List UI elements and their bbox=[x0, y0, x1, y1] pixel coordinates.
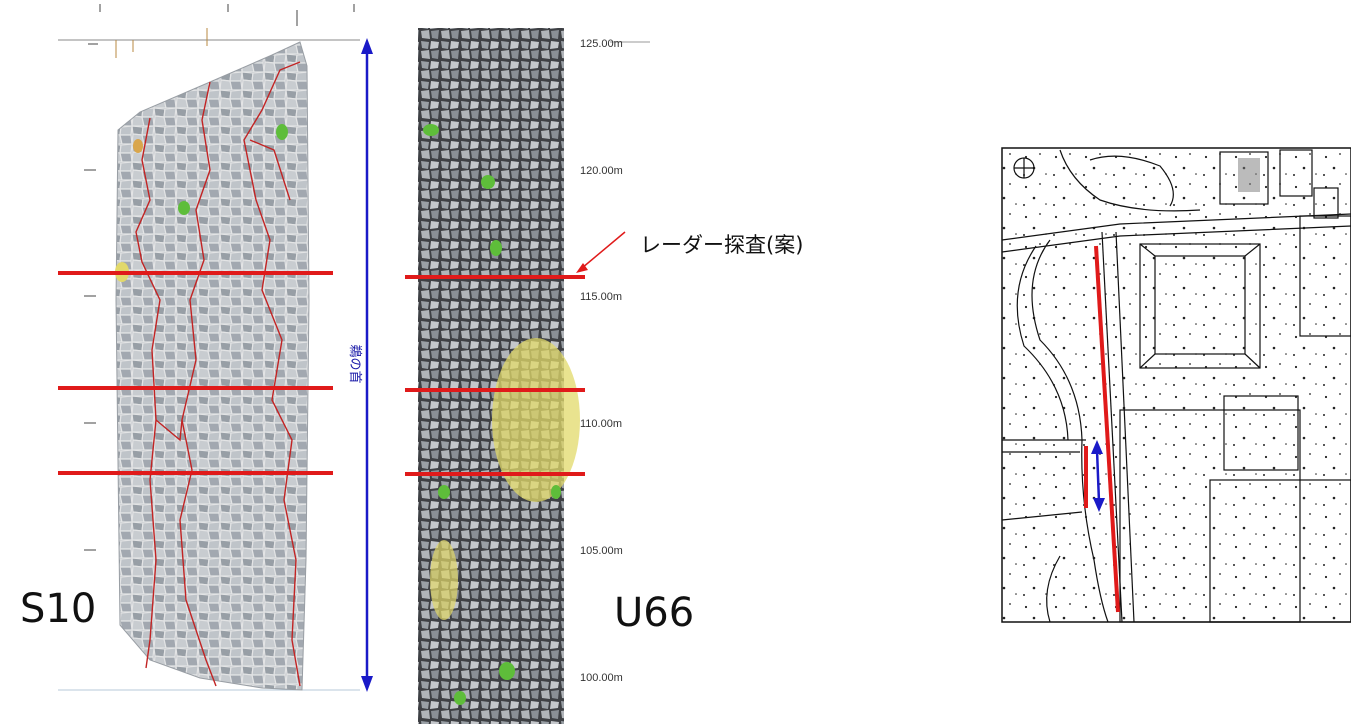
map-span-arrow bbox=[1091, 440, 1105, 512]
elevation-label: 105.00m bbox=[580, 545, 623, 557]
wall-s10 bbox=[115, 41, 310, 691]
radar-lines bbox=[58, 271, 585, 476]
weathered-patch bbox=[133, 139, 143, 153]
top-scale-marks bbox=[58, 4, 360, 551]
wall-s10-face bbox=[115, 41, 310, 691]
weathered-patch bbox=[492, 338, 580, 502]
moss-patch bbox=[178, 201, 190, 215]
moss-patch bbox=[490, 240, 502, 256]
moss-patch bbox=[438, 485, 450, 499]
map-survey-line bbox=[1094, 245, 1120, 613]
radar-annotation-text: レーダー探査(案) bbox=[640, 233, 803, 257]
radar-annotation: レーダー探査(案) bbox=[576, 231, 803, 273]
moss-patch bbox=[481, 175, 495, 189]
wall-label-s10: S10 bbox=[20, 586, 96, 632]
moss-patch bbox=[423, 124, 439, 136]
moss-patch bbox=[551, 485, 561, 499]
elevation-label: 110.00m bbox=[580, 418, 622, 430]
weathered-patch bbox=[430, 540, 458, 620]
elevation-label: 115.00m bbox=[580, 291, 622, 303]
moss-patch bbox=[499, 662, 515, 680]
elevation-scale: 125.00m 120.00m 115.00m 110.00m 105.00m … bbox=[580, 38, 650, 684]
wall-u66 bbox=[418, 28, 580, 724]
elevation-label: 100.00m bbox=[580, 672, 623, 684]
span-label: 鵜の首 bbox=[347, 344, 362, 383]
elevation-label: 125.00m bbox=[580, 38, 623, 50]
location-map bbox=[1001, 147, 1351, 623]
moss-patch bbox=[454, 691, 466, 705]
span-arrow: 鵜の首 bbox=[342, 38, 373, 692]
moss-patch bbox=[276, 124, 288, 140]
wall-s10-cracks bbox=[135, 61, 301, 687]
wall-label-u66: U66 bbox=[614, 590, 694, 636]
elevation-label: 120.00m bbox=[580, 165, 623, 177]
